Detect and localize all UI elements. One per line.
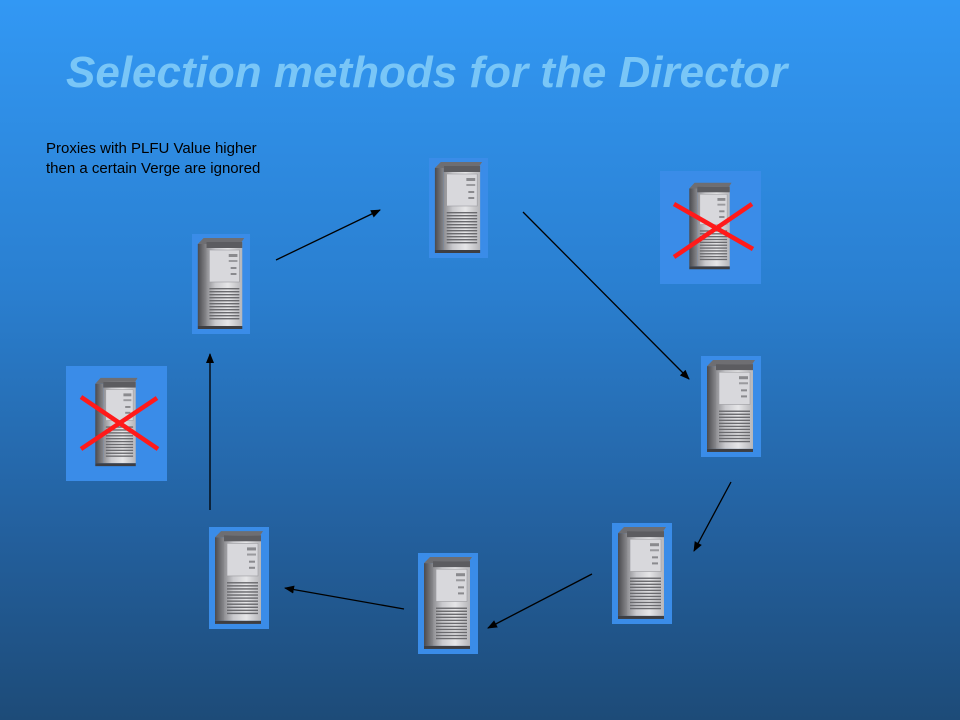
red-x-cross-icon: [672, 202, 755, 259]
arrow-bottom-center-to-bottom-left: [284, 585, 405, 610]
arrow-left-upper-to-top-center: [275, 209, 381, 261]
note-text: Proxies with PLFU Value higher then a ce…: [46, 139, 336, 179]
server-bottom-center: [418, 553, 478, 654]
server-tower-icon: [672, 182, 755, 270]
server-right-middle: [701, 356, 761, 457]
red-x-cross-icon: [79, 395, 160, 451]
slide-title: Selection methods for the Director: [66, 48, 788, 97]
arrow-bottom-right-to-bottom-center: [487, 573, 593, 629]
server-bottom-right: [612, 523, 672, 624]
note-line-2: then a certain Verge are ignored: [46, 160, 261, 177]
server-tower-icon: [434, 161, 483, 254]
server-left-upper: [192, 234, 250, 334]
server-tower-icon: [706, 359, 756, 453]
server-tower-icon: [197, 237, 245, 330]
note-line-1: Proxies with PLFU Value higher: [46, 140, 257, 157]
arrow-top-center-to-right-middle: [522, 211, 690, 380]
server-tower-icon: [214, 530, 264, 625]
server-tower-icon: [79, 377, 160, 467]
server-top-center: [429, 158, 488, 258]
server-tower-icon: [617, 526, 667, 620]
server-left-middle: [66, 366, 167, 481]
server-top-right: [660, 171, 761, 284]
arrow-right-middle-to-bottom-right: [693, 481, 732, 552]
server-tower-icon: [423, 556, 473, 650]
server-bottom-left: [209, 527, 269, 629]
